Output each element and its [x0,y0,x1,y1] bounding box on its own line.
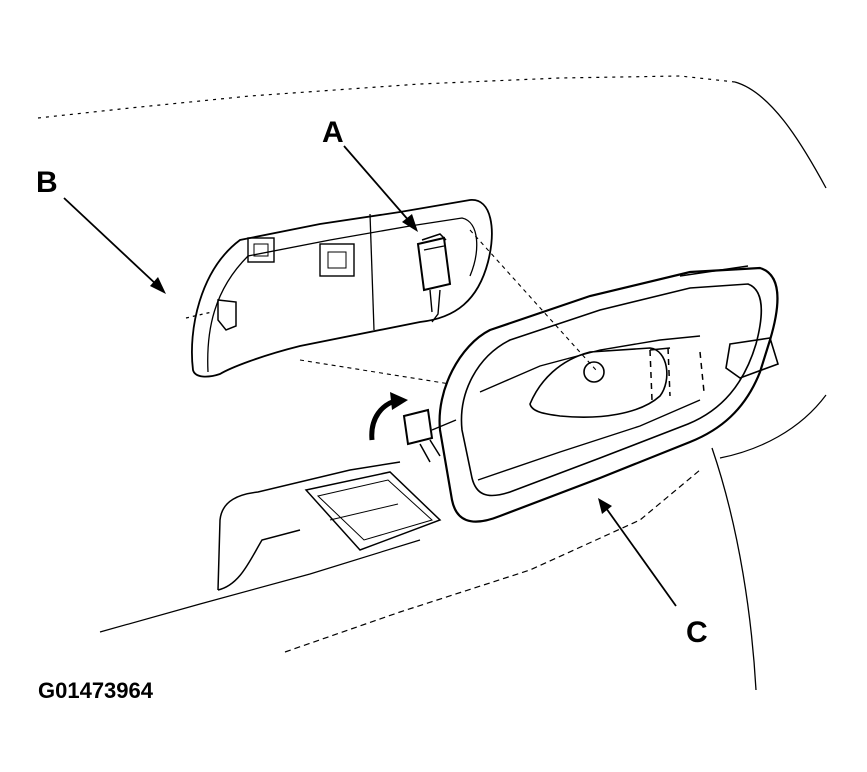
armrest-switch-panel [217,461,442,591]
leader-line-a [343,145,418,232]
door-panel-outline [37,75,827,691]
inner-handle-c [438,265,779,523]
callout-label-c: C [686,616,708,649]
callout-label-b: B [36,166,58,199]
handle-connector [402,408,457,463]
callout-label-a: A [322,116,344,149]
bezel-b [185,199,493,378]
assembly-guide-lines [299,229,597,385]
connector-a [416,233,452,292]
leader-line-c [598,498,677,607]
figure-code: G01473964 [38,678,154,703]
leader-line-b [63,197,166,294]
rotation-arrow-icon [369,392,408,441]
